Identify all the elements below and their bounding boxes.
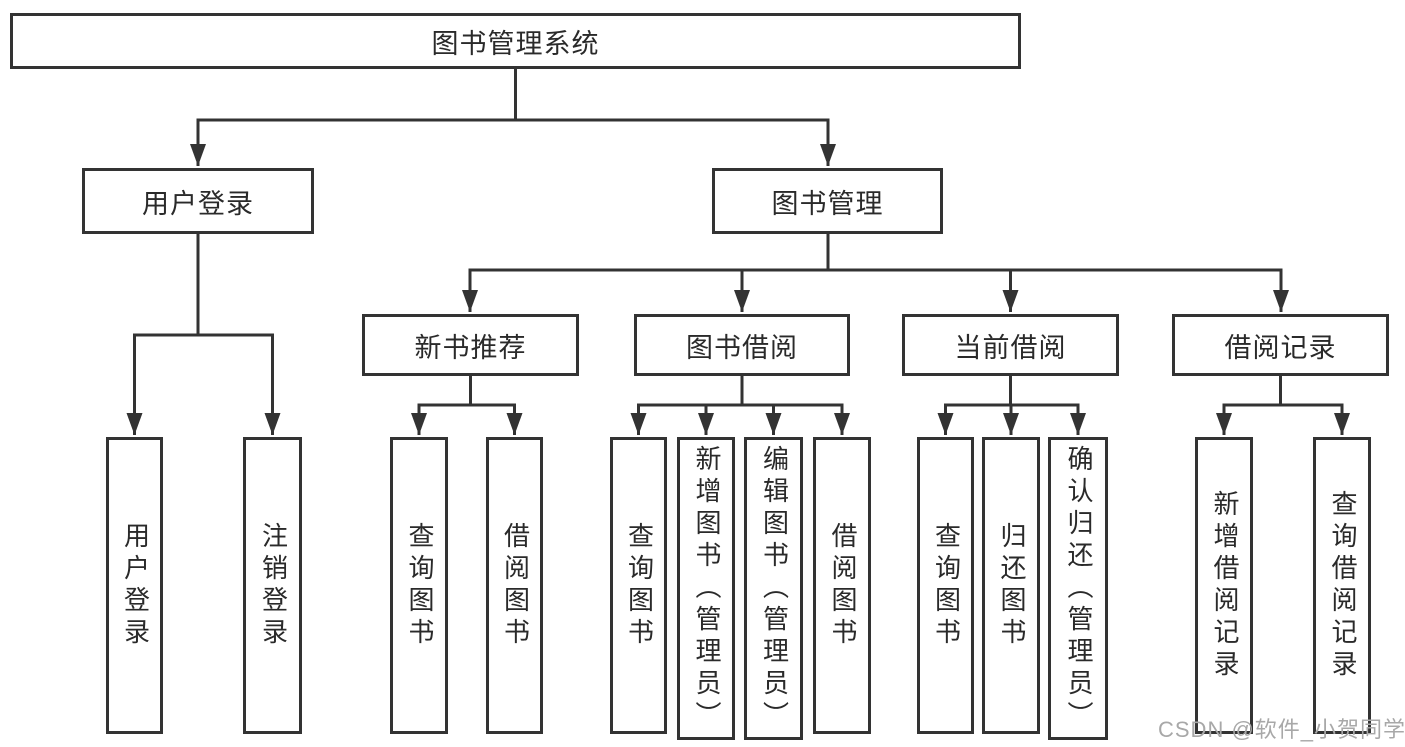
leaf-edit-book-admin-label: 编辑图书（管理员） [759,444,790,733]
leaf-borrow-books-1: 借阅图书 [486,437,543,734]
connector-user-login [126,233,281,435]
connector-new-book-recommend [411,374,523,435]
leaf-confirm-return-admin-label: 确认归还（管理员） [1063,444,1094,733]
leaf-edit-book-admin: 编辑图书（管理员） [744,437,803,740]
leaf-borrow-books-2-label: 借阅图书 [827,521,858,650]
node-book-borrow: 图书借阅 [634,314,850,376]
leaf-user-login-label: 用户登录 [120,521,151,650]
node-current-borrow: 当前借阅 [902,314,1119,376]
leaf-borrow-books-1-label: 借阅图书 [500,521,531,650]
leaf-logout: 注销登录 [243,437,302,734]
leaf-confirm-return-admin: 确认归还（管理员） [1048,437,1108,740]
connector-borrow-records [1216,374,1350,435]
leaf-add-book-admin: 新增图书（管理员） [677,437,735,740]
node-book-management: 图书管理 [712,168,943,234]
connector-root [190,69,836,166]
leaf-logout-label: 注销登录 [258,521,289,650]
leaf-add-book-admin-label: 新增图书（管理员） [691,444,722,733]
leaf-query-books-2-label: 查询图书 [624,521,655,650]
leaf-add-borrow-record: 新增借阅记录 [1195,437,1253,734]
node-user-login: 用户登录 [82,168,314,234]
leaf-query-borrow-record-label: 查询借阅记录 [1327,489,1358,682]
leaf-return-book-label: 归还图书 [996,521,1027,650]
leaf-query-books-1-label: 查询图书 [404,521,435,650]
connector-current-borrow [937,374,1086,435]
leaf-query-books-3: 查询图书 [917,437,974,734]
leaf-add-borrow-record-label: 新增借阅记录 [1209,489,1240,682]
leaf-borrow-books-2: 借阅图书 [813,437,871,734]
connector-book-management [462,232,1289,312]
node-new-book-recommend: 新书推荐 [362,314,579,376]
connector-book-borrow [630,374,850,435]
leaf-query-books-1: 查询图书 [390,437,448,734]
leaf-return-book: 归还图书 [982,437,1040,734]
leaf-query-books-3-label: 查询图书 [931,521,962,650]
leaf-query-borrow-record: 查询借阅记录 [1313,437,1371,734]
leaf-query-books-2: 查询图书 [610,437,667,734]
leaf-user-login: 用户登录 [106,437,163,734]
node-root: 图书管理系统 [10,13,1021,69]
watermark: CSDN @软件_小贺同学 [1158,717,1405,742]
node-borrow-records: 借阅记录 [1172,314,1389,376]
